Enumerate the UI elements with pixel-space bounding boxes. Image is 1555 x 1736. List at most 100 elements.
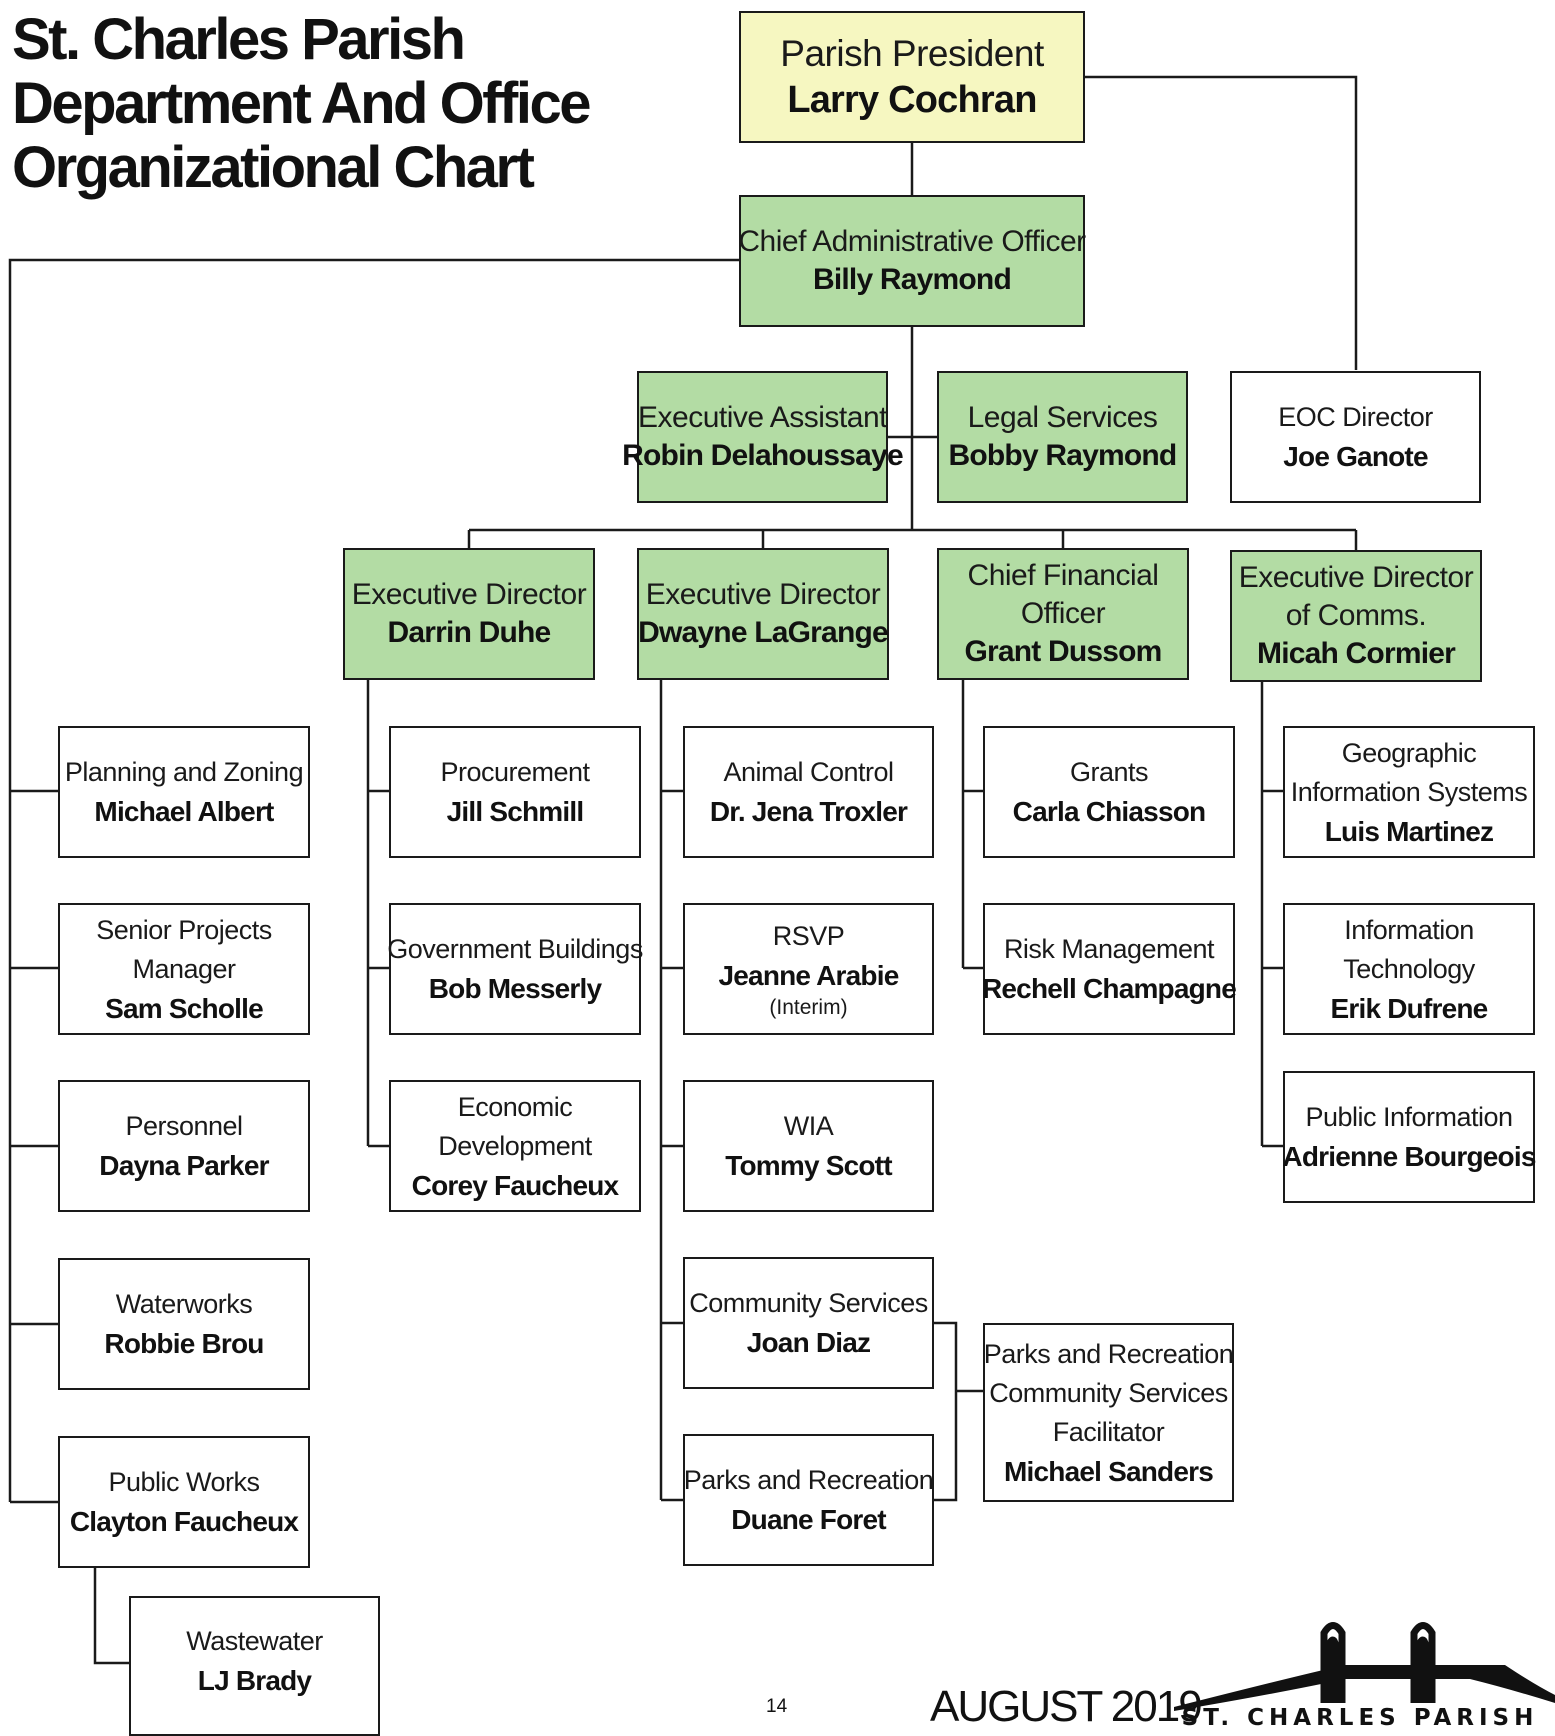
cfo-box: Chief Financial Officer Grant Dussom <box>937 548 1189 680</box>
role-label: Public Information <box>1305 1102 1513 1132</box>
personnel-box: Personnel Dayna Parker <box>58 1080 310 1212</box>
interim-note: (Interim) <box>769 996 848 1019</box>
title-line-1: St. Charles Parish <box>12 7 466 72</box>
role-label: Technology <box>1343 953 1475 984</box>
role-label: Officer <box>1020 597 1106 630</box>
person-name: LJ Brady <box>197 1665 312 1696</box>
public-works-box: Public Works Clayton Faucheux <box>58 1436 310 1568</box>
person-name: Billy Raymond <box>813 263 1012 296</box>
role-label: Parish President <box>780 33 1044 74</box>
person-name: Jeanne Arabie <box>718 960 900 991</box>
role-label: Information Systems <box>1290 776 1528 807</box>
page-number: 14 <box>766 1696 788 1717</box>
role-label: Executive Director <box>645 578 881 611</box>
role-label: Procurement <box>440 757 590 787</box>
role-label: Grants <box>1069 757 1149 787</box>
logo-wordmark: ST. CHARLES PARISH <box>1182 1705 1539 1726</box>
role-label: Risk Management <box>1003 934 1215 964</box>
person-name: Dwayne LaGrange <box>638 616 889 649</box>
person-name: Robin Delahoussaye <box>622 439 903 472</box>
person-name: Grant Dussom <box>964 635 1162 668</box>
role-label: Executive Director <box>351 578 587 611</box>
person-name: Micah Cormier <box>1257 637 1456 670</box>
person-name: Darrin Duhe <box>387 616 552 649</box>
person-name: Sam Scholle <box>105 992 264 1024</box>
person-name: Clayton Faucheux <box>69 1506 299 1537</box>
role-label: Senior Projects <box>96 914 272 945</box>
community-services-box: Community Services Joan Diaz <box>683 1257 934 1389</box>
person-name: Adrienne Bourgeois <box>1282 1141 1536 1172</box>
rsvp-box: RSVP Jeanne Arabie (Interim) <box>683 903 934 1035</box>
public-information-box: Public Information Adrienne Bourgeois <box>1282 1071 1536 1203</box>
person-name: Duane Foret <box>731 1504 886 1535</box>
page-title: St. Charles Parish Department And Office… <box>12 7 591 200</box>
role-label: Animal Control <box>723 757 894 787</box>
person-name: Jill Schmill <box>446 796 584 827</box>
role-label: Government Buildings <box>387 934 643 964</box>
title-line-3: Organizational Chart <box>12 135 535 200</box>
parks-recreation-box: Parks and Recreation Duane Foret <box>683 1434 934 1566</box>
role-label: Legal Services <box>967 401 1158 434</box>
planning-zoning-box: Planning and Zoning Michael Albert <box>58 726 310 858</box>
person-name: Michael Albert <box>94 796 274 827</box>
risk-management-box: Risk Management Rechell Champagne <box>981 903 1237 1035</box>
role-label: Chief Financial <box>967 559 1159 592</box>
person-name: Carla Chiasson <box>1012 796 1206 827</box>
role-label: Waterworks <box>115 1289 253 1319</box>
role-label: Community Services <box>989 1377 1228 1408</box>
role-label: Community Services <box>689 1288 928 1318</box>
person-name: Robbie Brou <box>104 1328 264 1359</box>
executive-assistant-box: Executive Assistant Robin Delahoussaye <box>622 371 904 503</box>
person-name: Michael Sanders <box>1004 1455 1214 1487</box>
person-name: Dr. Jena Troxler <box>709 796 908 827</box>
role-label: Personnel <box>125 1111 243 1141</box>
economic-development-box: Economic Development Corey Faucheux <box>389 1080 641 1212</box>
senior-projects-manager-box: Senior Projects Manager Sam Scholle <box>58 903 310 1035</box>
person-name: Bobby Raymond <box>948 439 1178 472</box>
person-name: Joan Diaz <box>746 1327 871 1358</box>
role-label: Planning and Zoning <box>64 757 304 787</box>
role-label: Development <box>438 1130 592 1161</box>
person-name: Tommy Scott <box>725 1150 892 1181</box>
eoc-director-box: EOC Director Joe Ganote <box>1230 371 1481 503</box>
person-name: Bob Messerly <box>428 973 602 1004</box>
person-name: Erik Dufrene <box>1330 992 1489 1024</box>
title-line-2: Department And Office <box>12 71 591 136</box>
role-label: Wastewater <box>186 1626 323 1656</box>
government-buildings-box: Government Buildings Bob Messerly <box>387 903 643 1035</box>
role-label: Facilitator <box>1052 1416 1165 1447</box>
role-label: RSVP <box>772 921 845 951</box>
role-label: Executive Director <box>1238 561 1474 594</box>
person-name: Dayna Parker <box>99 1150 269 1181</box>
person-name: Corey Faucheux <box>411 1169 619 1201</box>
wastewater-box: Wastewater LJ Brady <box>129 1596 380 1736</box>
cao-box: Chief Administrative Officer Billy Raymo… <box>738 195 1086 327</box>
exec-director-duhe-box: Executive Director Darrin Duhe <box>343 548 595 680</box>
person-name: Larry Cochran <box>787 79 1037 121</box>
role-label: Parks and Recreation <box>983 1338 1234 1369</box>
role-label: WIA <box>783 1111 834 1141</box>
role-label: Chief Administrative Officer <box>738 225 1086 258</box>
person-name: Joe Ganote <box>1283 441 1428 472</box>
role-label: EOC Director <box>1278 402 1433 432</box>
role-label: Manager <box>132 953 236 984</box>
role-label: Parks and Recreation <box>683 1465 934 1495</box>
exec-director-lagrange-box: Executive Director Dwayne LaGrange <box>637 548 889 680</box>
animal-control-box: Animal Control Dr. Jena Troxler <box>683 726 934 858</box>
gis-box: Geographic Information Systems Luis Mart… <box>1283 726 1535 858</box>
role-label: Information <box>1344 914 1474 945</box>
parish-president-box: Parish President Larry Cochran <box>739 11 1085 143</box>
person-name: Rechell Champagne <box>981 973 1237 1004</box>
wia-box: WIA Tommy Scott <box>683 1080 934 1212</box>
information-technology-box: Information Technology Erik Dufrene <box>1283 903 1535 1035</box>
procurement-box: Procurement Jill Schmill <box>389 726 641 858</box>
role-label: Economic <box>457 1091 573 1122</box>
person-name: Luis Martinez <box>1324 815 1494 847</box>
role-label: Public Works <box>108 1467 260 1497</box>
role-label: of Comms. <box>1285 599 1427 632</box>
role-label: Geographic <box>1341 737 1477 768</box>
st-charles-parish-logo: ST. CHARLES PARISH <box>1174 1622 1555 1726</box>
role-label: Executive Assistant <box>638 401 887 434</box>
grants-box: Grants Carla Chiasson <box>983 726 1235 858</box>
